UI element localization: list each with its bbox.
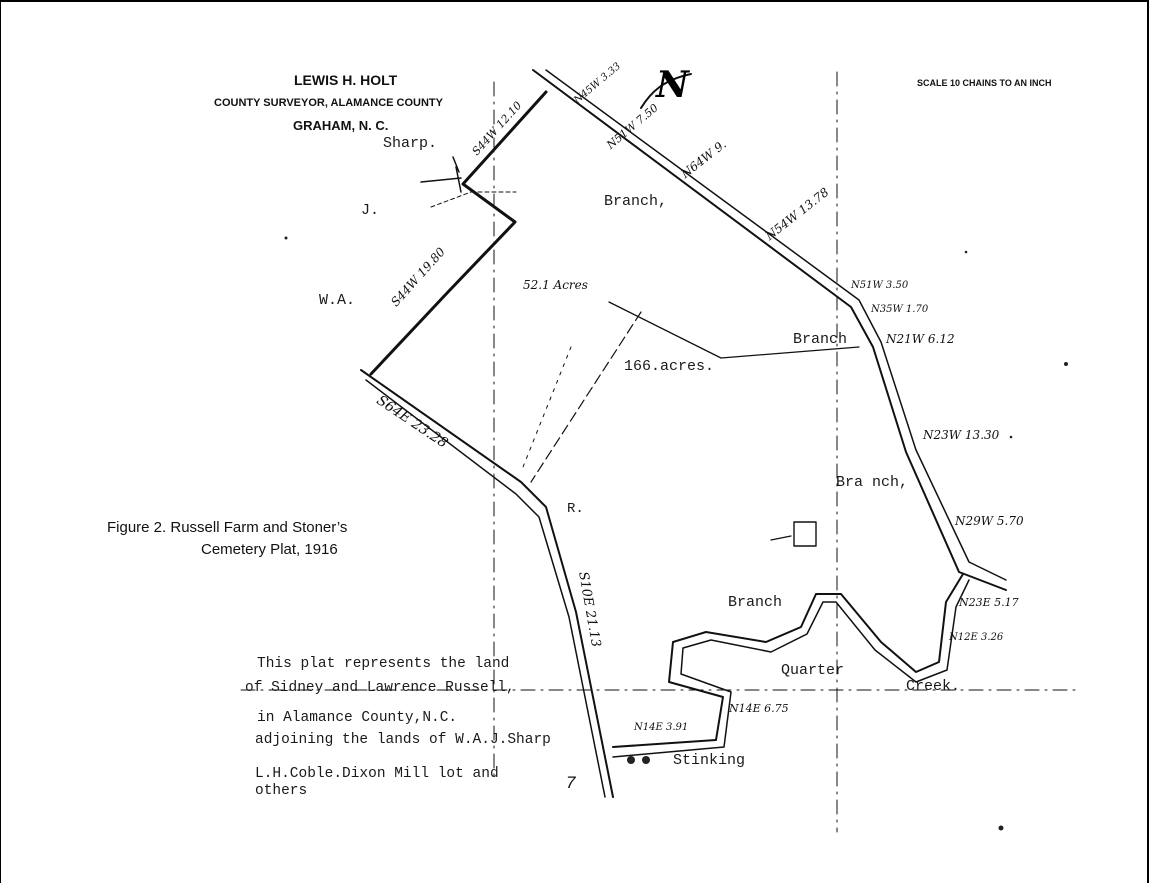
figure-caption-line1: Figure 2. Russell Farm and Stoner’s [107, 519, 348, 536]
surveyor-city: GRAHAM, N. C. [293, 118, 389, 133]
label-creek: Creek. [906, 678, 961, 695]
road-boundary [532, 69, 1007, 591]
west-boundary [369, 90, 548, 376]
surveyor-name: LEWIS H. HOLT [294, 72, 398, 88]
label-branch-2: Branch [793, 331, 848, 348]
division-line-3 [520, 346, 572, 473]
bearing-8: N23W 13.30 [923, 428, 1000, 442]
label-branch-4: Branch [728, 594, 783, 611]
road-boundary-inner [545, 69, 1007, 581]
north-label: N [656, 64, 689, 106]
bearing-11: N12E 3.26 [949, 632, 1004, 643]
label-quarter: Quarter [781, 662, 845, 679]
north-arrow [640, 73, 692, 109]
description-line1: This plat represents the land [257, 656, 510, 672]
bearing-16: N14E 6.75 [729, 702, 789, 715]
label-166-acres: 166.acres. [624, 358, 715, 375]
bearing-17: N14E 3.91 [634, 722, 689, 733]
bearing-9: N29W 5.70 [955, 514, 1024, 528]
creek [612, 573, 964, 748]
figure-caption-line2: Cemetery Plat, 1916 [201, 541, 338, 558]
bearing-5: N51W 3.50 [851, 280, 909, 291]
surveyor-title: COUNTY SURVEYOR, ALAMANCE COUNTY [214, 97, 443, 109]
description-line5: L.H.Coble.Dixon Mill lot and [255, 766, 499, 782]
bearing-10: N23E 5.17 [959, 596, 1019, 609]
label-52-acres: 52.1 Acres [523, 278, 588, 292]
description-line3: in Alamance County,N.C. [257, 710, 458, 726]
map-scale: SCALE 10 CHAINS TO AN INCH [917, 78, 1052, 88]
label-branch-1: Branch, [604, 193, 668, 210]
label-r: R. [567, 501, 584, 517]
division-line-2 [530, 311, 642, 483]
description-line4: adjoining the lands of W.A.J.Sharp [255, 732, 551, 748]
sw-road [360, 369, 614, 798]
bearing-6: N35W 1.70 [871, 304, 929, 315]
label-j: J. [361, 202, 380, 219]
label-sharp: Sharp. [383, 135, 438, 152]
division-line-1 [608, 301, 860, 359]
cemetery-plot [793, 521, 817, 547]
sw-road-inner [365, 379, 606, 798]
description-line6: others [255, 783, 308, 799]
page-number: 7 [566, 773, 576, 792]
label-branch-3: Bra nch, [836, 474, 909, 491]
bearing-7: N21W 6.12 [886, 332, 955, 346]
label-stinking: Stinking [673, 752, 746, 769]
creek-inner [612, 579, 970, 758]
description-line2: of Sidney and Lawrence Russell, [245, 680, 515, 696]
label-wa: W.A. [319, 292, 356, 309]
